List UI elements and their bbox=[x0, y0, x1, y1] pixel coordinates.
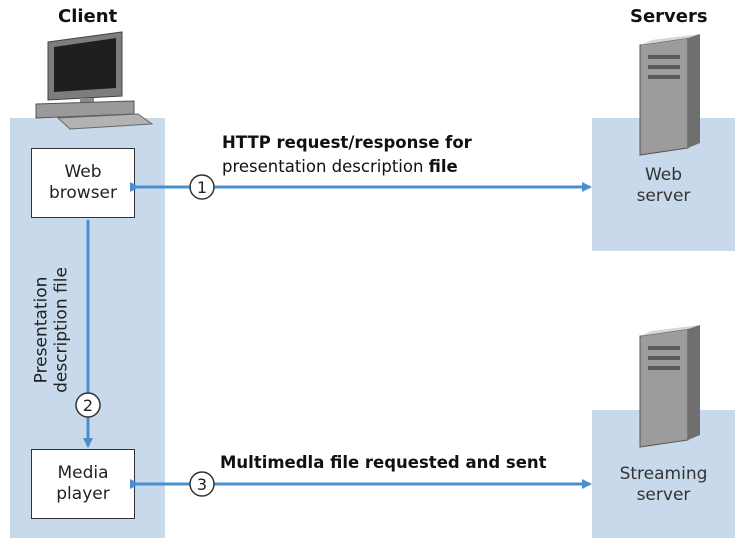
server-tower-icon bbox=[639, 325, 700, 448]
http-message-line2: presentation description file bbox=[222, 157, 458, 177]
client-heading: Client bbox=[58, 6, 118, 27]
web-server-label: Web server bbox=[592, 165, 735, 208]
step-1-number: 1 bbox=[197, 178, 207, 197]
streaming-server-label: Streaming server bbox=[592, 464, 735, 507]
http-message-line2-regular: presentation description bbox=[222, 157, 429, 176]
streaming-server-label-line2: server bbox=[636, 485, 691, 506]
step-2-number: 2 bbox=[83, 396, 93, 415]
web-browser-label-line1: Web bbox=[64, 161, 102, 182]
multimedia-message: Multimedla file requested and sent bbox=[220, 453, 547, 472]
streaming-server-label-line1: Streaming bbox=[619, 464, 708, 484]
step-3-number: 3 bbox=[197, 475, 207, 494]
step-3-badge: 3 bbox=[189, 471, 215, 497]
http-message-line1: HTTP request/response for bbox=[222, 133, 472, 152]
step-2-badge: 2 bbox=[75, 392, 101, 418]
media-player-box: Media player bbox=[31, 449, 135, 519]
web-browser-label-line2: browser bbox=[48, 183, 118, 203]
media-player-label-line2: player bbox=[56, 484, 110, 504]
server-tower-icon bbox=[639, 34, 700, 156]
web-server-label-line2: server bbox=[636, 186, 691, 207]
servers-heading: Servers bbox=[630, 6, 708, 27]
web-browser-box: Web browser bbox=[31, 148, 135, 218]
step-1-badge: 1 bbox=[189, 174, 215, 200]
http-message-line2-bold: file bbox=[428, 157, 458, 176]
media-player-label-line1: Media bbox=[57, 462, 109, 483]
desktop-computer-icon bbox=[35, 31, 154, 130]
web-server-label-line1: Web bbox=[644, 165, 683, 185]
